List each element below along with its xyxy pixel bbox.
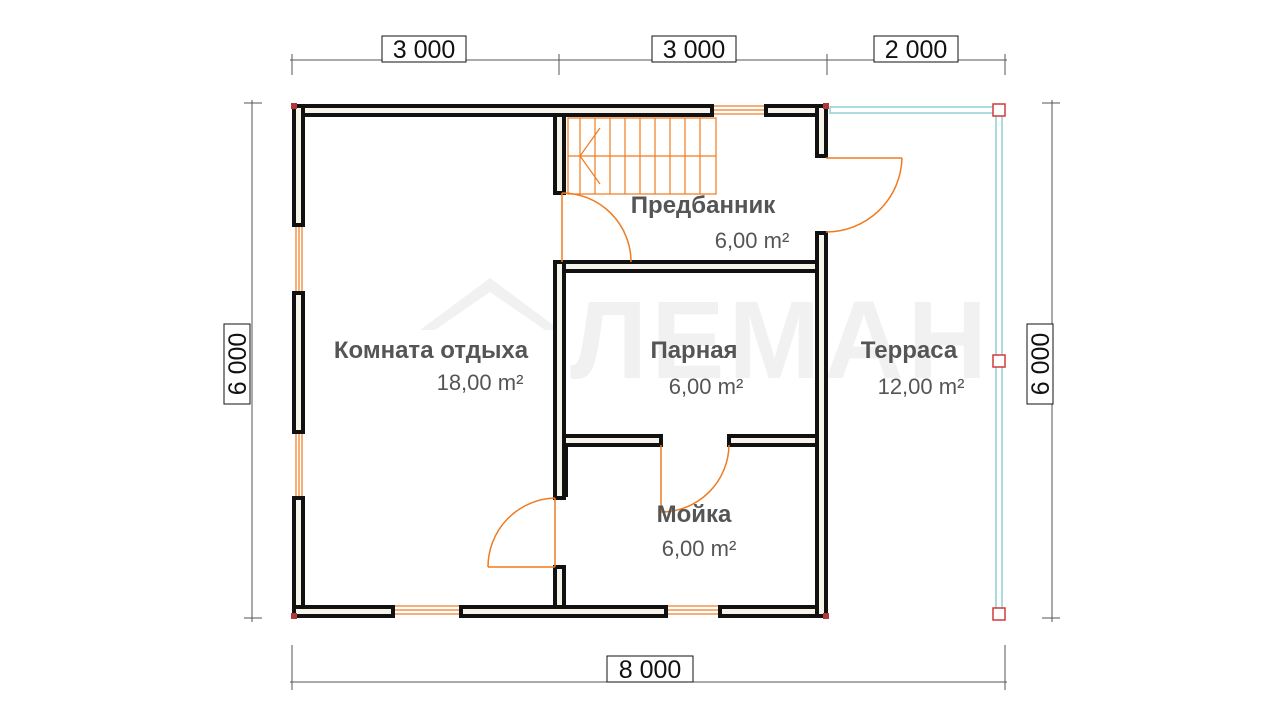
post-icon [992,103,1006,117]
post-icon [992,607,1006,621]
walls [292,104,828,618]
dim-top-2: 3 000 [663,36,726,64]
post-icon [291,613,297,619]
corner-posts [291,103,829,619]
post-icon [823,103,829,109]
room-area-rest: 18,00 m² [437,370,524,395]
room-name-predbannik: Предбанник [631,192,776,219]
room-name-rest: Комната отдыха [334,337,529,364]
room-area-moika: 6,00 m² [662,536,737,561]
room-area-parnaya: 6,00 m² [669,374,744,399]
watermark: ЛЕМАН [420,278,991,402]
dimension-labels: 3 000 3 000 2 000 8 000 6 000 6 000 [223,35,1055,684]
dim-top-1: 3 000 [393,36,456,64]
room-area-predbannik: 6,00 m² [715,228,790,253]
room-name-terrasa: Терраса [861,337,958,364]
terrace-railing [829,103,1006,621]
room-labels: Комната отдыха 18,00 m² Предбанник 6,00 … [334,192,965,561]
dim-left: 6 000 [224,333,252,396]
dim-right: 6 000 [1027,333,1055,396]
doors [487,157,903,568]
door-moika [487,497,556,568]
door-rest-room [561,192,632,263]
dim-top-3: 2 000 [885,36,948,64]
room-name-parnaya: Парная [650,337,737,364]
windows [295,105,767,615]
room-area-terrasa: 12,00 m² [878,374,965,399]
watermark-text: ЛЕМАН [570,279,991,402]
room-name-moika: Мойка [657,501,732,528]
door-predbannik-entry [825,157,903,233]
post-icon [823,613,829,619]
house-logo-icon [420,278,560,330]
door-parnaya [660,444,730,513]
post-icon [291,103,297,109]
post-icon [992,354,1006,368]
arrow-left-icon [579,127,601,185]
staircase [567,117,717,195]
dim-bottom: 8 000 [619,656,682,684]
